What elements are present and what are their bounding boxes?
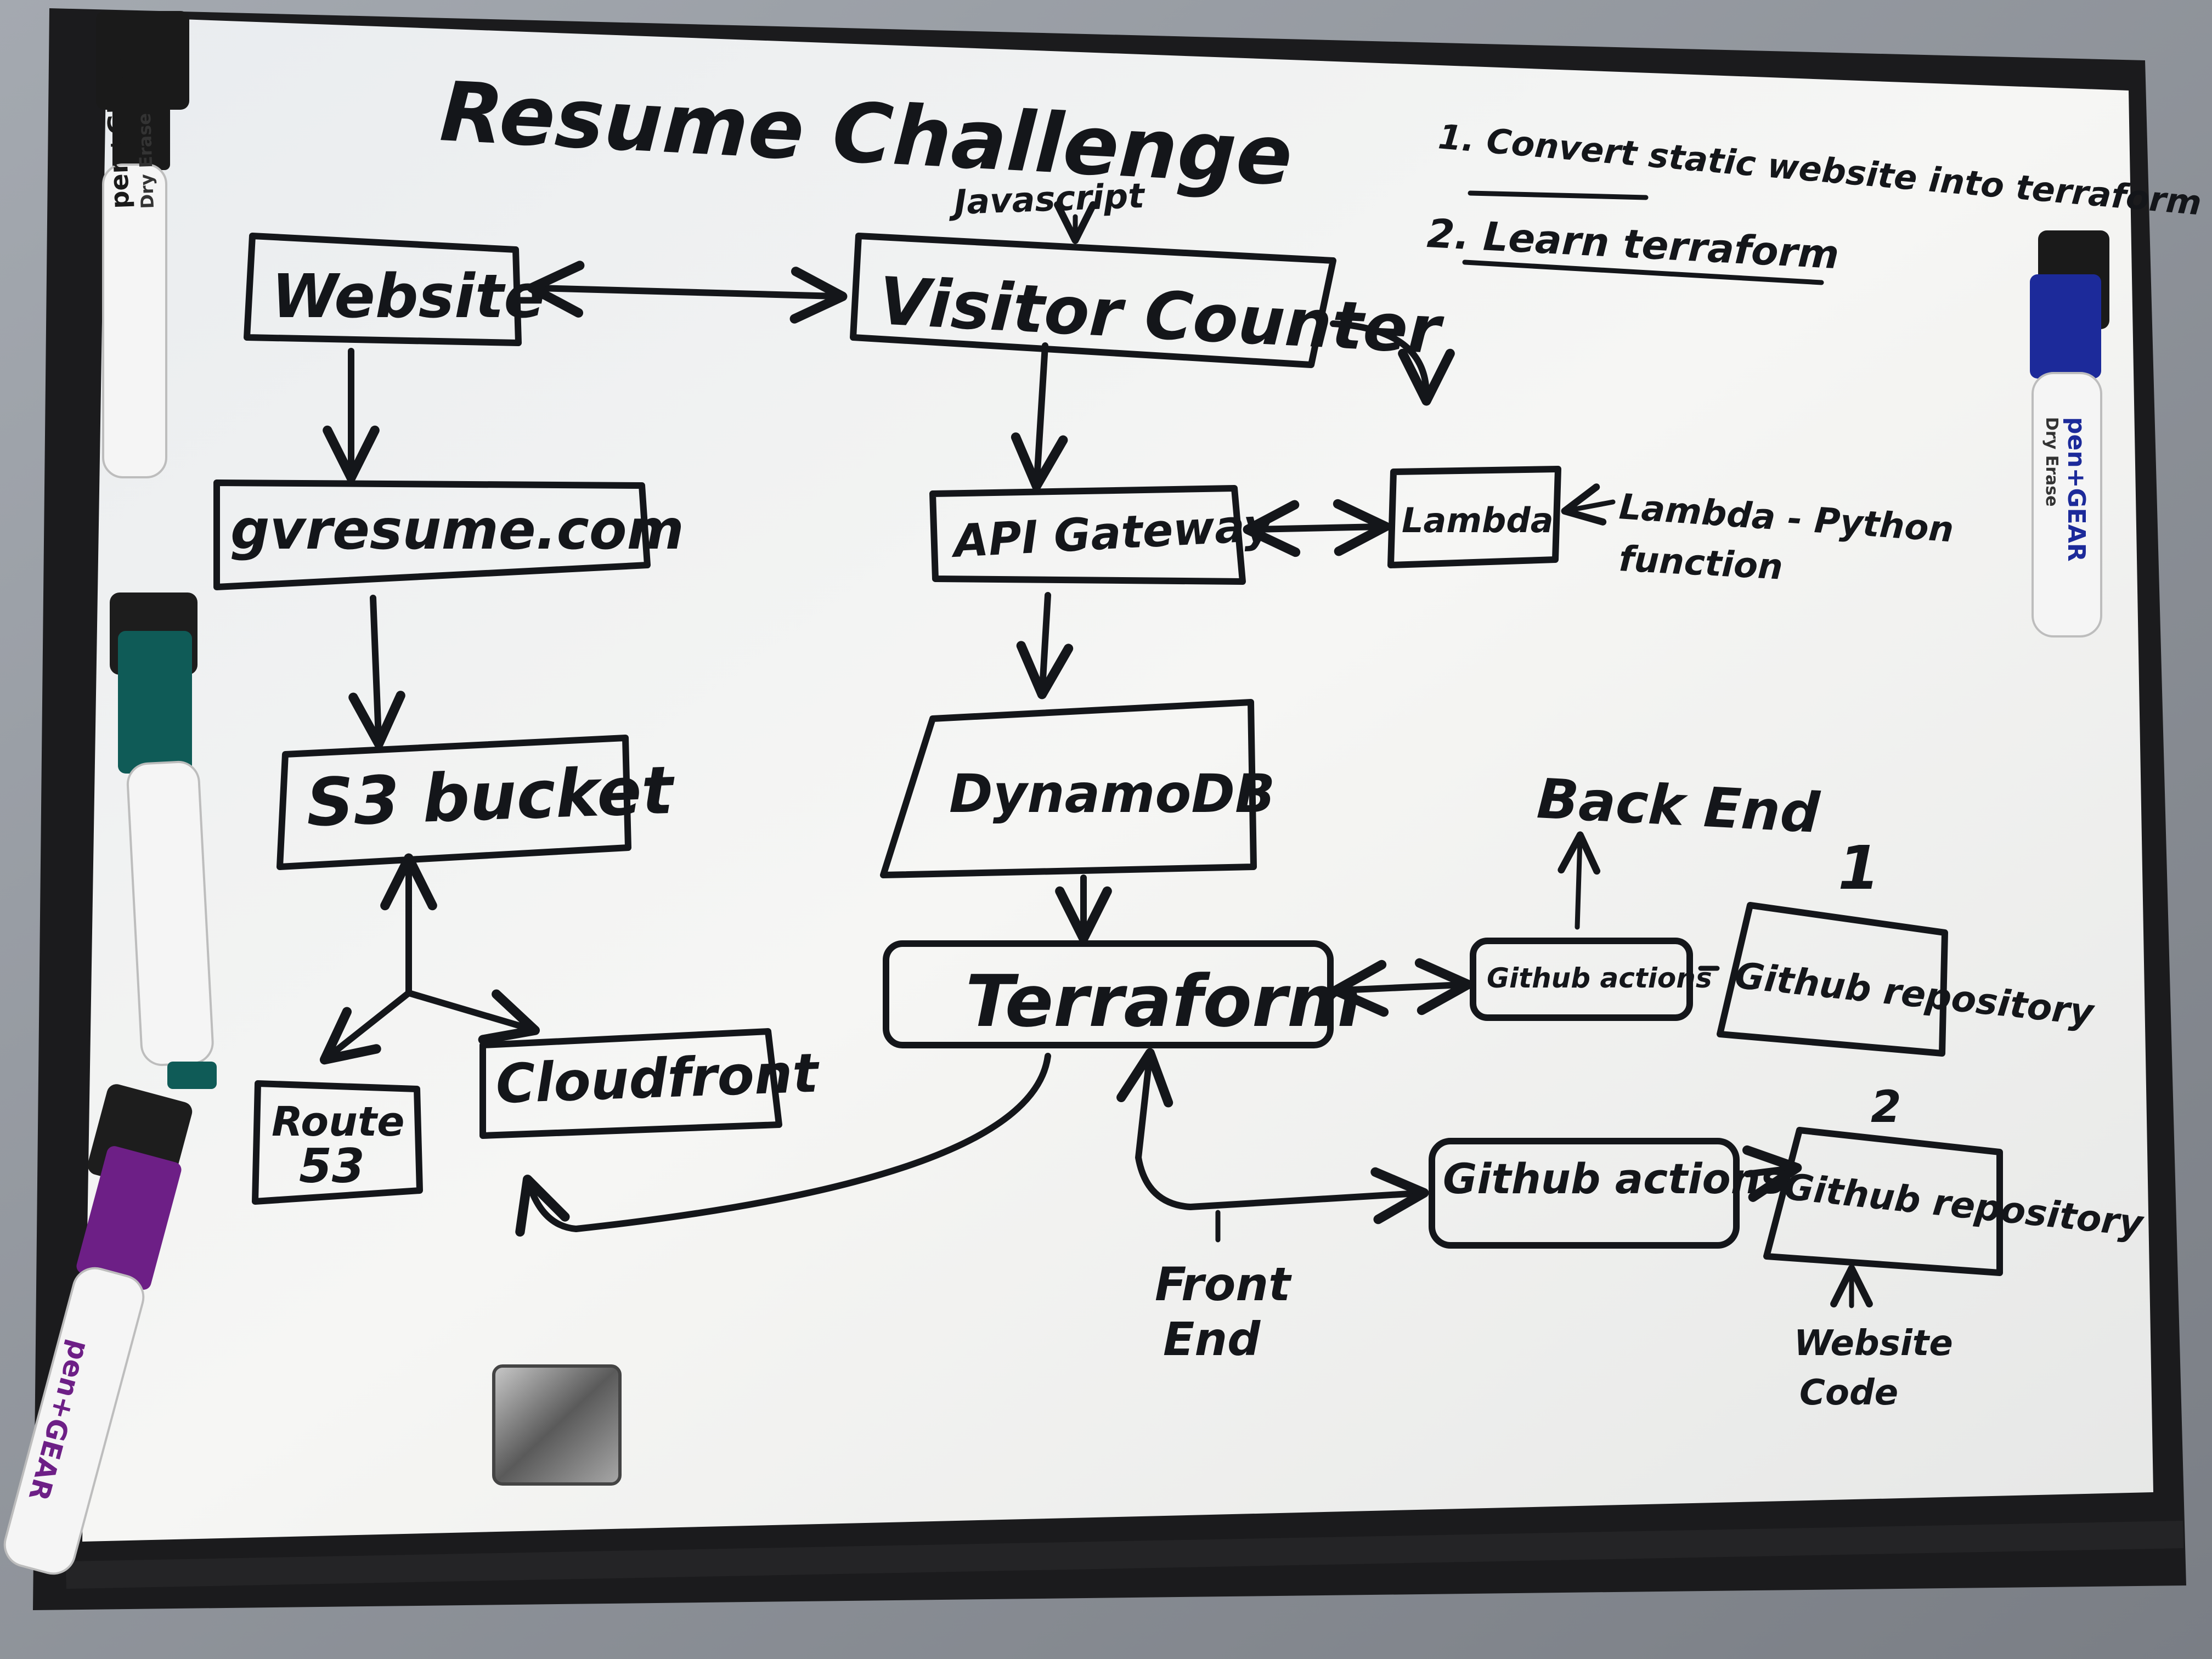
visitor-api-arrow xyxy=(1011,342,1068,491)
note-2-underline xyxy=(1462,259,1824,285)
marker-tray xyxy=(65,1520,2184,1589)
website-code-label-2: Code xyxy=(1799,1373,1898,1413)
lambda-box xyxy=(1387,466,1561,568)
javascript-label: Javascript xyxy=(947,176,1146,223)
dynamodb-label: DynamoDB xyxy=(949,763,1275,825)
website-visitor-arrow xyxy=(527,261,848,324)
front-end-label-1: Front xyxy=(1155,1257,1292,1311)
terraform-actions-top-arrow xyxy=(1330,958,1473,1017)
s3-fork-left xyxy=(319,990,412,1065)
s3-box xyxy=(276,735,631,870)
visitor-lambda-curve xyxy=(1330,320,1455,406)
lambda-note-arrow xyxy=(1561,483,1616,526)
website-box xyxy=(244,233,522,346)
api-dynamodb-arrow xyxy=(1016,592,1074,699)
github-repo-top-box xyxy=(1717,902,1948,1057)
purple-marker: pen+GEAR xyxy=(3,1084,193,1575)
black-marker-brand: pen+GEAR xyxy=(100,57,135,209)
visitor-counter-box xyxy=(850,233,1336,368)
terraform-actions-bottom-arrow xyxy=(1116,1048,1429,1224)
github-repo-bottom-box xyxy=(1763,1127,2003,1276)
route53-box xyxy=(252,1080,423,1205)
blue-marker-sub: Dry Erase xyxy=(2042,417,2061,506)
github-actions-bottom-box xyxy=(1429,1138,1740,1249)
api-gateway-box xyxy=(929,485,1246,585)
domain-label: gvresume.com xyxy=(230,498,684,562)
magnet xyxy=(492,1364,622,1486)
s3-fork-right xyxy=(405,989,540,1045)
note-1-underline xyxy=(1468,190,1649,200)
terraform-label: Terraform xyxy=(966,960,1361,1043)
blue-marker-brand: pen+GEAR xyxy=(2062,417,2090,562)
whiteboard-surface xyxy=(82,16,2153,1542)
blue-marker: pen+GEAR Dry Erase xyxy=(2030,230,2109,637)
black-marker: pen+GEAR Dry Erase xyxy=(96,11,189,478)
api-lambda-arrow xyxy=(1243,499,1391,557)
back-end-arrow xyxy=(1558,831,1601,930)
route53-label-1: Route xyxy=(272,1098,404,1146)
route53-label-2: 53 xyxy=(299,1139,365,1194)
actions-repo-bottom-arrow xyxy=(1742,1145,1802,1202)
dynamodb-box xyxy=(880,699,1257,878)
github-actions-bottom-label: Github actions xyxy=(1443,1154,1785,1203)
marker-2-label: 2 xyxy=(1871,1081,1901,1132)
github-actions-top-box xyxy=(1470,938,1693,1021)
website-label: Website xyxy=(272,261,545,331)
website-code-label-1: Website xyxy=(1794,1323,1953,1364)
s3-label: S3 bucket xyxy=(305,753,677,842)
terraform-return-curve xyxy=(515,1053,1051,1237)
lambda-label: Lambda xyxy=(1402,500,1554,540)
teal-marker xyxy=(110,592,217,1089)
domain-box xyxy=(213,479,651,590)
cloudfront-box xyxy=(479,1028,782,1139)
marker-1-label: 1 xyxy=(1838,833,1880,903)
github-actions-top-label: Github actions xyxy=(1487,962,1712,994)
cloudfront-label: Cloudfront xyxy=(495,1042,821,1116)
front-end-label-2: End xyxy=(1163,1312,1261,1366)
domain-s3-arrow xyxy=(348,595,405,749)
lambda-note-2: function xyxy=(1618,539,1784,588)
black-marker-sub: Dry Erase xyxy=(134,112,158,209)
terraform-box xyxy=(883,940,1334,1048)
